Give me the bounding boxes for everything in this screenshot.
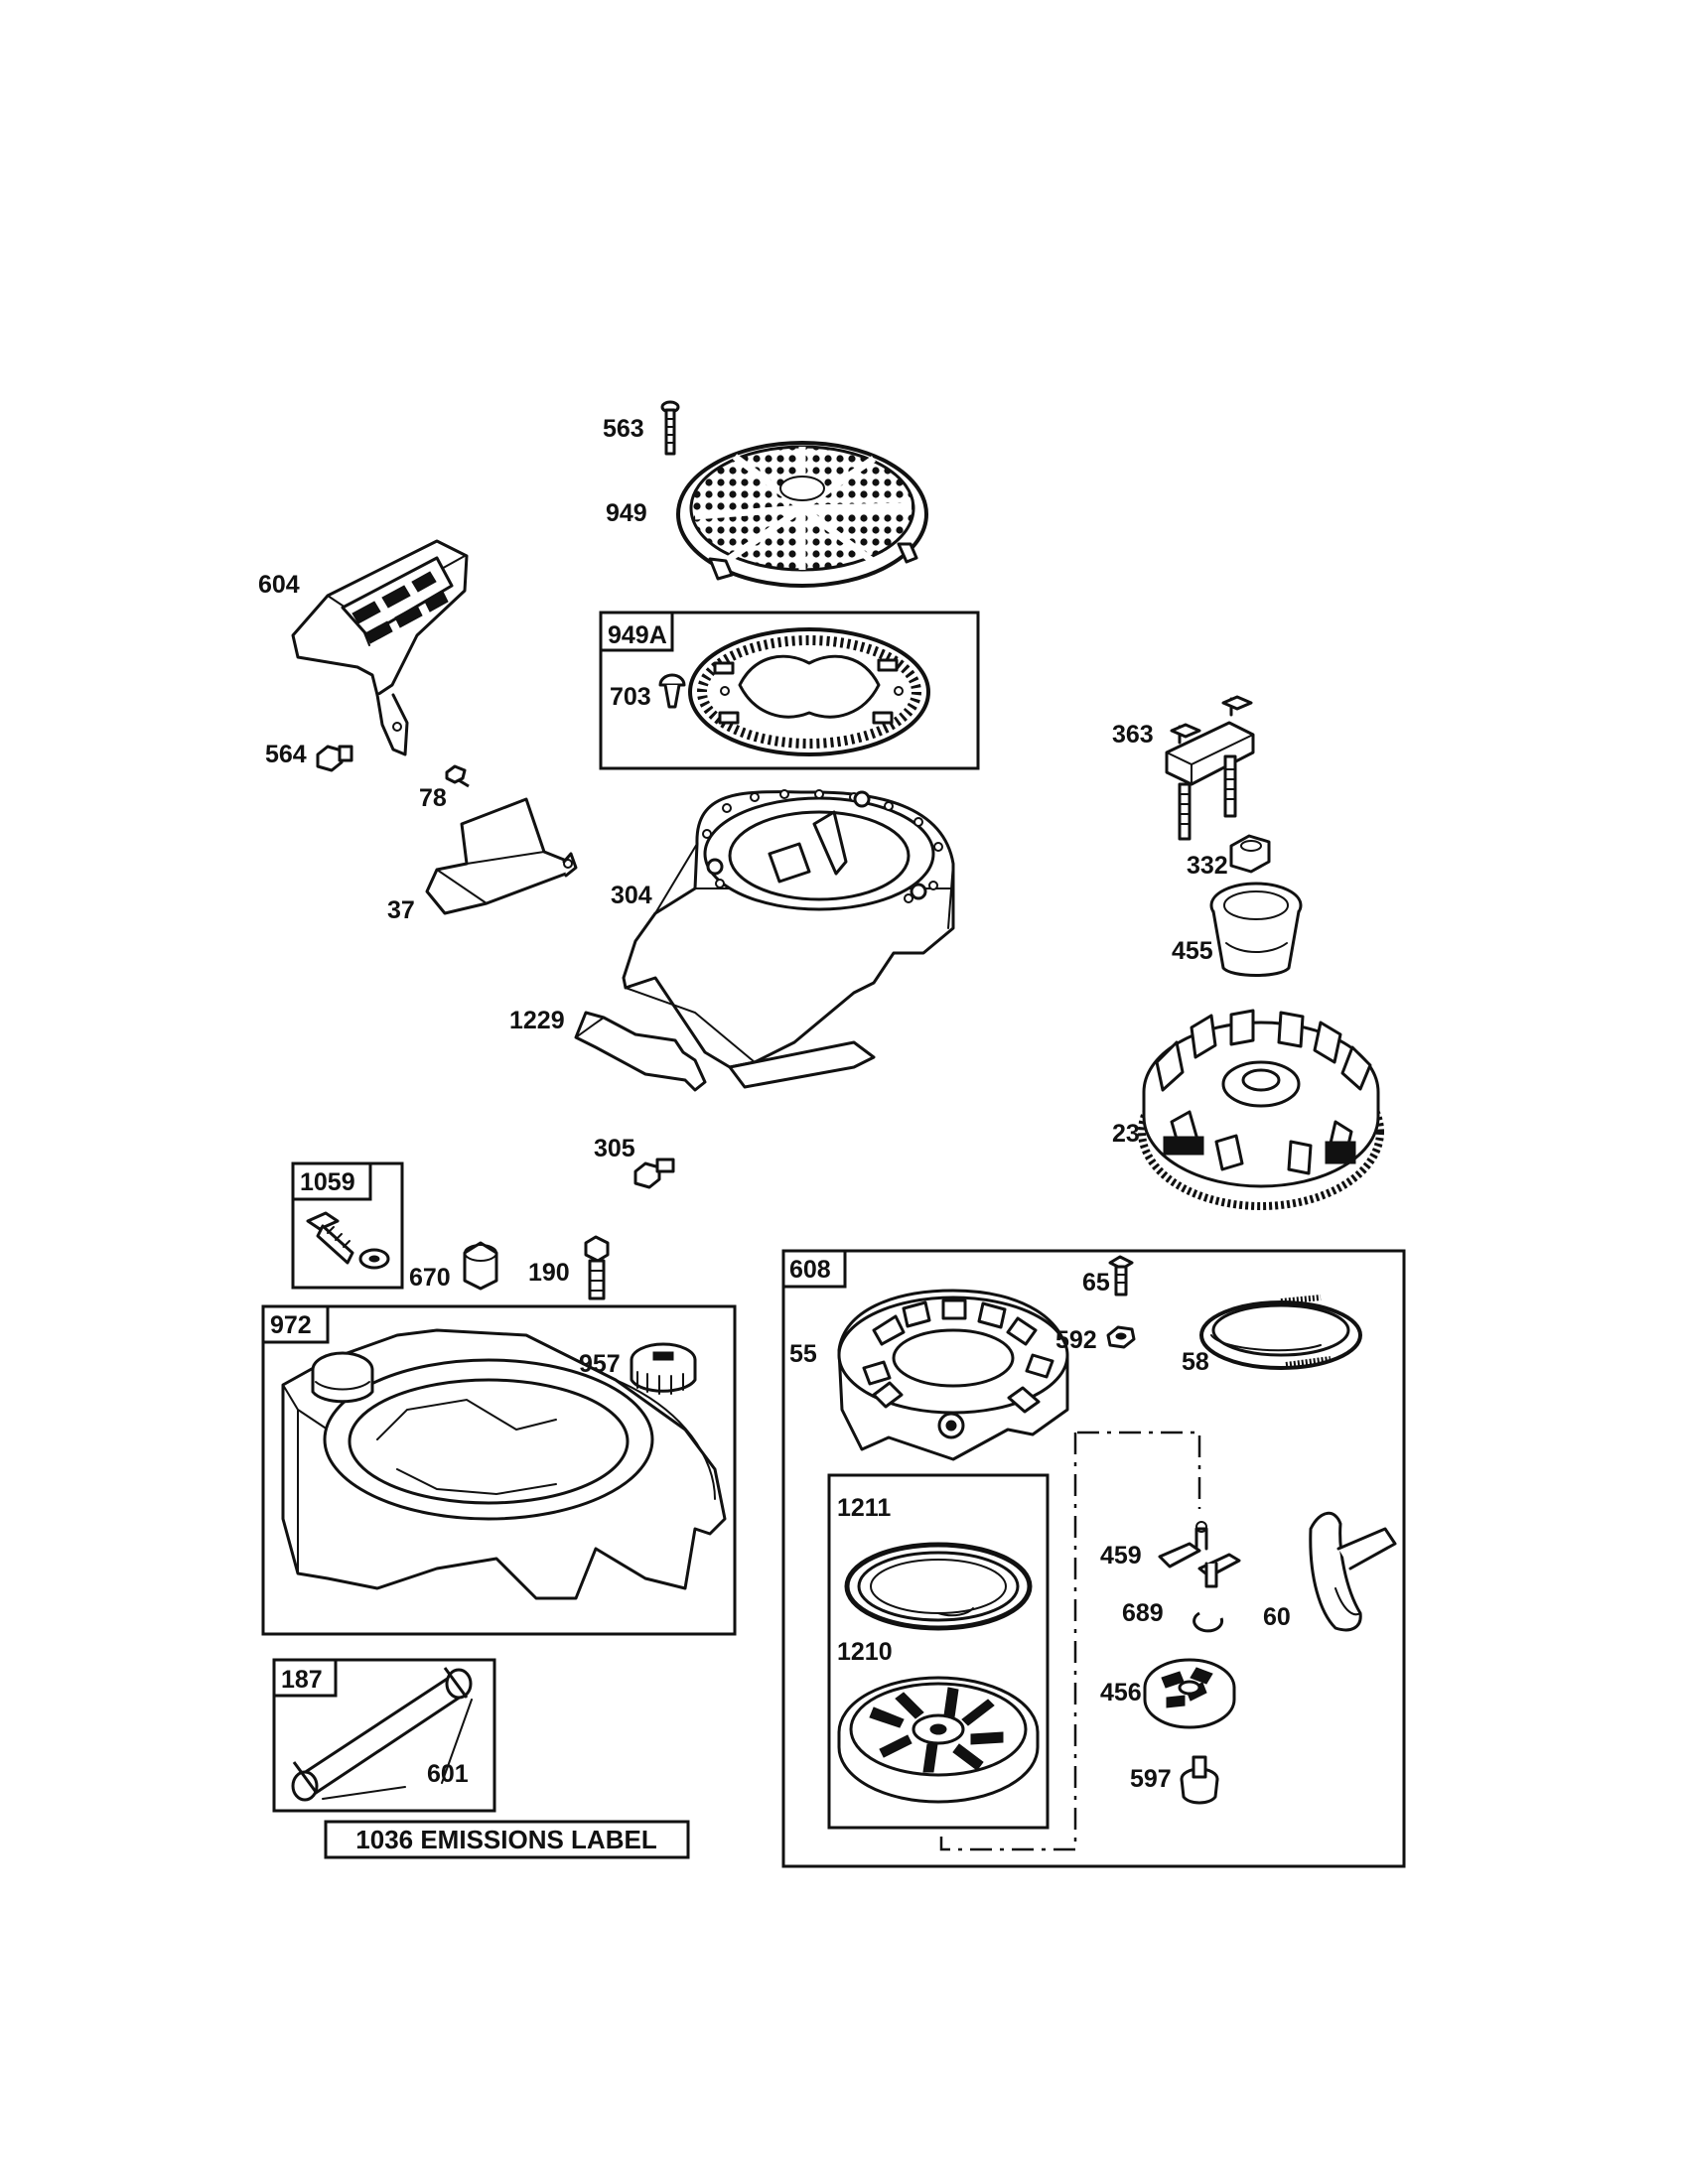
label-456: 456 [1100, 1679, 1142, 1706]
label-608: 608 [789, 1256, 831, 1284]
screw-703 [658, 673, 686, 709]
label-563: 563 [603, 415, 644, 443]
ratchet-456 [1143, 1658, 1236, 1729]
spacer-670 [463, 1241, 498, 1291]
label-304: 304 [611, 882, 652, 909]
label-564: 564 [265, 741, 307, 768]
flywheel-guard-949A [688, 627, 930, 756]
label-1229: 1229 [509, 1007, 565, 1034]
label-601: 601 [427, 1760, 469, 1788]
label-332: 332 [1187, 852, 1228, 880]
label-957: 957 [579, 1350, 621, 1378]
label-37: 37 [387, 896, 415, 924]
pin-1059 [306, 1211, 390, 1270]
label-703: 703 [610, 683, 651, 711]
label-972: 972 [270, 1311, 312, 1339]
box-608 [781, 1249, 1406, 1868]
label-592: 592 [1055, 1326, 1097, 1354]
box-949A-tag [599, 611, 674, 652]
retainer-689 [1193, 1611, 1224, 1633]
cup-455 [1209, 882, 1303, 977]
label-305: 305 [594, 1135, 635, 1162]
spring-58 [1199, 1295, 1362, 1370]
label-1211: 1211 [837, 1494, 891, 1522]
label-459: 459 [1100, 1542, 1142, 1570]
label-689: 689 [1122, 1599, 1164, 1627]
screw-65 [1108, 1255, 1134, 1297]
label-60: 60 [1263, 1603, 1291, 1631]
label-597: 597 [1130, 1765, 1172, 1793]
fuel-tank-972 [281, 1328, 727, 1600]
screw-305 [633, 1158, 675, 1189]
pulley-1210 [837, 1676, 1040, 1804]
cover-604 [291, 539, 469, 756]
bolt-564 [316, 745, 353, 772]
label-55: 55 [789, 1340, 817, 1368]
label-949A: 949A [608, 621, 667, 649]
recoil-housing-55 [837, 1289, 1069, 1461]
handle-60 [1309, 1511, 1397, 1632]
label-65: 65 [1082, 1269, 1110, 1297]
box-pulley-assembly [827, 1473, 1050, 1830]
label-455: 455 [1172, 937, 1213, 965]
emissions-label-box [324, 1820, 690, 1859]
dashed-assembly-line [939, 1431, 1201, 1851]
label-187: 187 [281, 1666, 323, 1694]
label-949: 949 [606, 499, 647, 527]
label-1059: 1059 [300, 1168, 355, 1196]
label-363: 363 [1112, 721, 1154, 749]
fuel-line-601 [291, 1667, 473, 1802]
label-78: 78 [419, 784, 447, 812]
bracket-363 [1165, 695, 1255, 841]
box-187-tag [272, 1658, 338, 1698]
label-670: 670 [409, 1264, 451, 1292]
label-23: 23 [1112, 1120, 1140, 1148]
pawl-459 [1158, 1521, 1241, 1588]
screw-78 [445, 764, 470, 788]
flywheel-23 [1138, 1009, 1384, 1210]
nut-332 [1229, 834, 1271, 874]
box-608-tag [781, 1249, 847, 1289]
stud-190 [584, 1235, 610, 1300]
box-1059-tag [291, 1161, 372, 1201]
label-1210: 1210 [837, 1638, 893, 1666]
box-972 [261, 1304, 737, 1636]
fuel-cap-957 [630, 1342, 697, 1395]
box-972-tag [261, 1304, 330, 1344]
blower-housing-304 [622, 789, 955, 1089]
screw-597 [1180, 1755, 1219, 1805]
recoil-spring-1211 [844, 1542, 1033, 1631]
label-604: 604 [258, 571, 300, 599]
deflector-1229 [574, 1011, 707, 1092]
label-58: 58 [1182, 1348, 1209, 1376]
grass-screen-949 [676, 441, 928, 588]
emissions-label: 1036 EMISSIONS LABEL [355, 1825, 657, 1854]
label-190: 190 [528, 1259, 570, 1287]
box-187 [272, 1658, 496, 1813]
nut-592 [1106, 1325, 1136, 1349]
screw-563 [660, 400, 680, 456]
baffle-37 [425, 797, 578, 915]
box-949A [599, 611, 980, 770]
